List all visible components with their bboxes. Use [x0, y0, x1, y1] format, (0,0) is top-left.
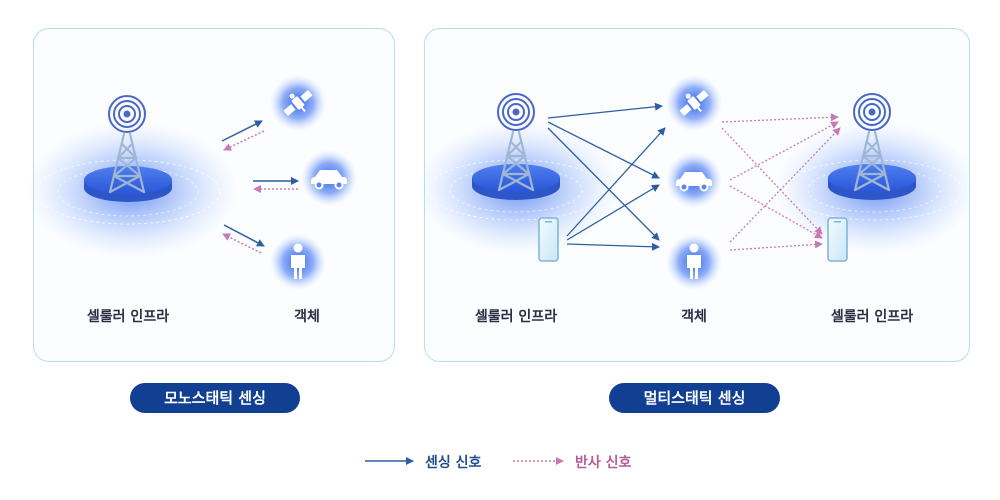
multi-person [666, 234, 722, 290]
mono-sensing-arrow-person [223, 224, 265, 247]
smartphone-icon [538, 217, 559, 262]
monostatic-title: 모노스태틱 센싱 [130, 383, 300, 413]
sensing-arrow [566, 127, 666, 237]
reflect-arrow [729, 240, 823, 251]
person-icon [687, 243, 701, 279]
mono-reflect-arrow-satellite [223, 130, 265, 151]
sensing-arrow [566, 184, 660, 241]
mono-person [270, 234, 326, 290]
sensing-arrow [566, 242, 660, 251]
smartphone-icon [827, 217, 848, 262]
legend-sensing-label: 센싱 신호 [425, 455, 482, 471]
multi-car [666, 152, 722, 208]
mono-cellular-infra [27, 94, 237, 258]
multi-rx-infra [776, 92, 976, 262]
legend-reflect-label: 반사 신호 [575, 455, 632, 471]
mono-car [301, 150, 357, 206]
reflect-arrow [729, 121, 839, 181]
sensing-arrow [547, 102, 663, 119]
sensing-arrow [547, 127, 660, 241]
reflect-arrow [729, 185, 823, 239]
reflect-arrow [721, 113, 839, 123]
multi-tx-infra [418, 92, 618, 262]
multi-satellite [666, 75, 722, 131]
mono-satellite [270, 75, 326, 131]
multi-rx-label: 셀룰러 인프라 [830, 309, 914, 325]
multistatic-title: 멀티스태틱 센싱 [609, 383, 780, 413]
mono-arrows [221, 120, 299, 254]
multi-tx-label: 셀룰러 인프라 [474, 309, 558, 325]
satellite-icon [283, 90, 313, 116]
mono-sensing-arrow-satellite [221, 120, 263, 142]
multi-sensing-arrows [547, 102, 666, 251]
sensing-arrow [547, 121, 660, 179]
multi-object-label: 객체 [681, 309, 707, 325]
car-icon [311, 170, 347, 190]
person-icon [291, 243, 305, 279]
satellite-icon [679, 90, 709, 116]
reflect-arrow [721, 127, 823, 235]
reflect-arrow [729, 127, 841, 243]
mono-reflect-arrow-person [222, 233, 262, 254]
mono-infra-label: 셀룰러 인프라 [86, 309, 170, 325]
car-icon [676, 172, 712, 192]
mono-object-label: 객체 [294, 309, 320, 325]
multi-reflect-arrows [721, 113, 841, 251]
